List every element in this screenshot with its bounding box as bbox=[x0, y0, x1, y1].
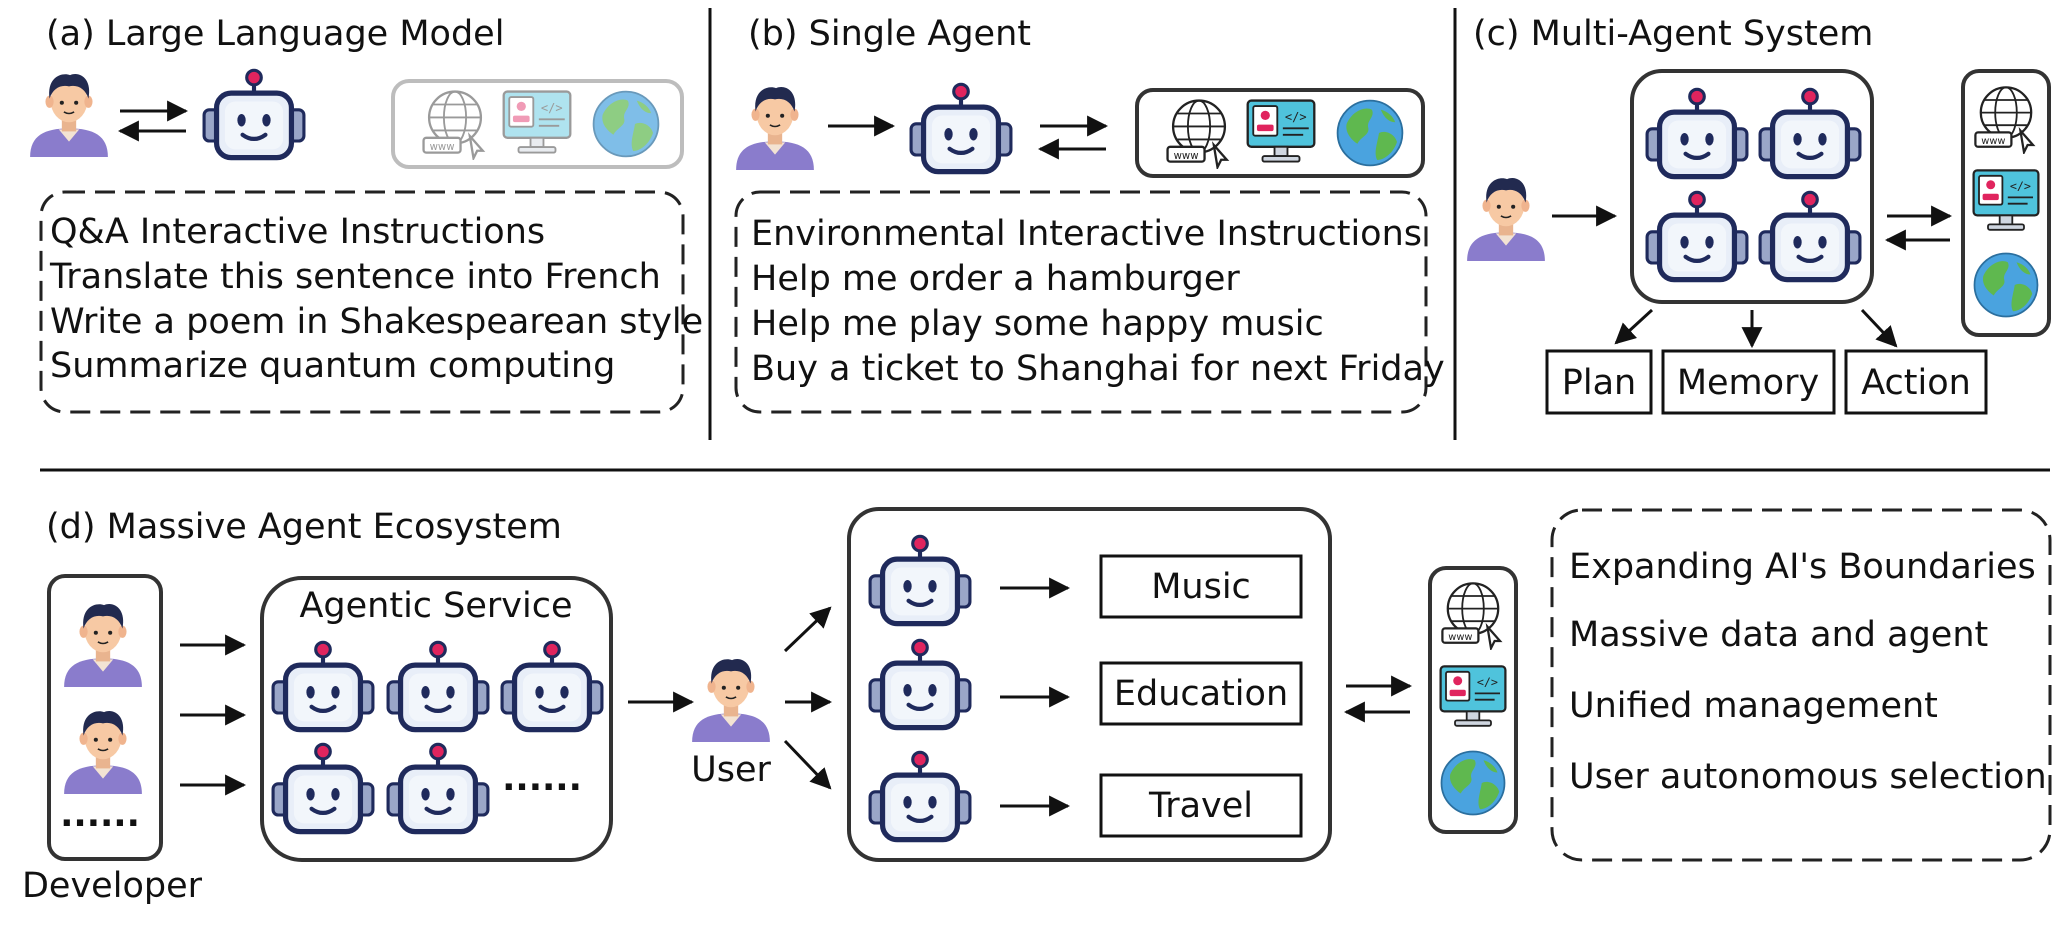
robot-icon bbox=[204, 70, 304, 157]
earth-icon bbox=[1440, 750, 1506, 816]
panel-llm: (a) Large Language Model Q&A Interactive… bbox=[29, 14, 703, 414]
boundary-item: Unified management bbox=[1569, 686, 1938, 726]
boundary-item: Massive data and agent bbox=[1569, 615, 1988, 655]
service-label: Education bbox=[1114, 674, 1288, 714]
agentic-service-label: Agentic Service bbox=[299, 586, 572, 626]
person-icon bbox=[735, 86, 815, 170]
qa-instruction-item: Translate this sentence into French bbox=[49, 257, 661, 297]
plan-box bbox=[1545, 349, 1653, 415]
plan-label: Plan bbox=[1562, 363, 1636, 403]
arrow-to-travel bbox=[783, 739, 832, 790]
environmental-instructions-header: Environmental Interactive Instructions bbox=[751, 214, 1422, 254]
earth-icon bbox=[592, 90, 660, 158]
qa-instructions-header: Q&A Interactive Instructions bbox=[50, 212, 545, 252]
person-icon bbox=[691, 658, 771, 742]
boundary-item: User autonomous selection bbox=[1569, 757, 2047, 797]
panel-c-title: (c) Multi-Agent System bbox=[1473, 14, 1873, 54]
action-box bbox=[1844, 349, 1988, 415]
user-label: User bbox=[691, 750, 771, 790]
panel-d-title: (d) Massive Agent Ecosystem bbox=[46, 507, 562, 547]
developer-more-ellipsis: ...... bbox=[60, 795, 140, 835]
environmental-instruction-item: Help me play some happy music bbox=[751, 304, 1324, 344]
service-box-travel bbox=[1099, 773, 1303, 838]
panel-multi-agent: (c) Multi-Agent System Plan Memory Actio… bbox=[1466, 14, 2051, 415]
earth-icon bbox=[1336, 99, 1404, 167]
arrow-to-action bbox=[1860, 308, 1898, 348]
panel-b-title: (b) Single Agent bbox=[748, 14, 1031, 54]
environmental-instructions-box bbox=[734, 190, 1428, 414]
panel-single-agent: (b) Single Agent Environmental Interacti… bbox=[734, 14, 1445, 414]
qa-instructions-box bbox=[39, 190, 685, 414]
boundaries-header: Expanding AI's Boundaries bbox=[1569, 547, 2036, 587]
service-more-ellipsis: ...... bbox=[502, 759, 582, 799]
panel-a-title: (a) Large Language Model bbox=[46, 14, 504, 54]
environmental-instruction-item: Help me order a hamburger bbox=[751, 259, 1240, 299]
robot-icon bbox=[911, 84, 1011, 171]
environmental-instruction-item: Buy a ticket to Shanghai for next Friday bbox=[751, 349, 1445, 389]
service-label: Travel bbox=[1148, 786, 1253, 826]
arrow-to-music bbox=[783, 606, 832, 653]
panel-massive-ecosystem: (d) Massive Agent Ecosystem ...... Devel… bbox=[22, 507, 2052, 906]
arrow-to-plan bbox=[1614, 308, 1654, 345]
boundaries-box bbox=[1550, 508, 2052, 862]
earth-icon bbox=[1973, 252, 2039, 318]
memory-box bbox=[1661, 349, 1836, 415]
person-icon bbox=[29, 73, 109, 157]
service-box-music bbox=[1099, 554, 1303, 619]
developer-label: Developer bbox=[22, 866, 203, 906]
person-icon bbox=[1466, 177, 1546, 261]
service-box-education bbox=[1099, 661, 1303, 726]
qa-instruction-item: Write a poem in Shakespearean style bbox=[50, 302, 703, 342]
service-label: Music bbox=[1151, 567, 1251, 607]
qa-instruction-item: Summarize quantum computing bbox=[50, 346, 615, 386]
action-label: Action bbox=[1861, 363, 1971, 403]
memory-label: Memory bbox=[1677, 363, 1819, 403]
